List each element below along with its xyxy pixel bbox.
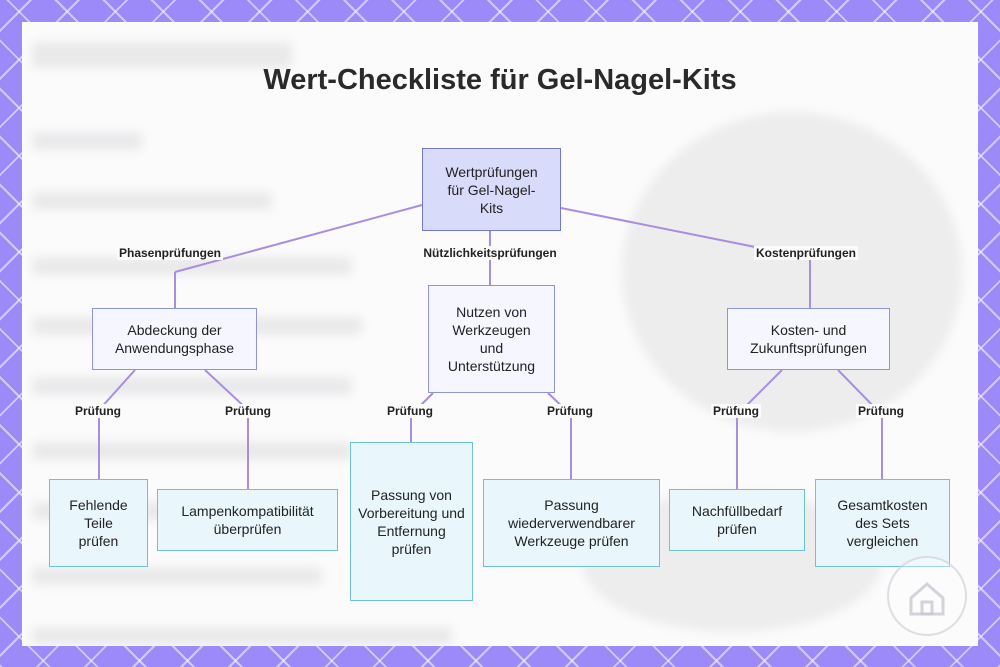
- node-prep-removal: Passung von Vorbereitung und Entfernung …: [350, 442, 473, 601]
- edge-label-check: Prüfung: [223, 404, 273, 418]
- node-lamp-compat: Lampenkompatibilität überprüfen: [157, 489, 338, 551]
- edge-phase-missing: [98, 369, 136, 411]
- node-cost-future: Kosten- und Zukunftsprüfungen: [727, 308, 890, 370]
- edge-label-tools: Nützlichkeitsprüfungen: [421, 246, 559, 260]
- edge-label-check: Prüfung: [73, 404, 123, 418]
- node-refill: Nachfüllbedarf prüfen: [669, 489, 805, 551]
- edge-label-check: Prüfung: [711, 404, 761, 418]
- edge-label-check: Prüfung: [385, 404, 435, 418]
- edge-label-phase: Phasenprüfungen: [116, 246, 224, 260]
- edge-phase-lamp: [204, 369, 249, 411]
- edge-label-check: Prüfung: [856, 404, 906, 418]
- diagram-title: Wert-Checkliste für Gel-Nagel-Kits: [263, 64, 737, 96]
- node-reusable-tools: Passung wiederverwendbarer Werkzeuge prü…: [483, 479, 660, 567]
- node-tool-utility: Nutzen von Werkzeugen und Unterstützung: [428, 285, 555, 393]
- edge-label-cost: Kostenprüfungen: [754, 246, 858, 260]
- node-root: Wertprüfungen für Gel-Nagel-Kits: [422, 148, 561, 231]
- home-icon: [887, 556, 967, 636]
- edge-label-check: Prüfung: [545, 404, 595, 418]
- node-missing-parts: Fehlende Teile prüfen: [49, 479, 148, 567]
- edge-root-phase: [174, 204, 423, 273]
- node-total-cost: Gesamtkosten des Sets vergleichen: [815, 479, 950, 567]
- node-phase-coverage: Abdeckung der Anwendungsphase: [92, 308, 257, 370]
